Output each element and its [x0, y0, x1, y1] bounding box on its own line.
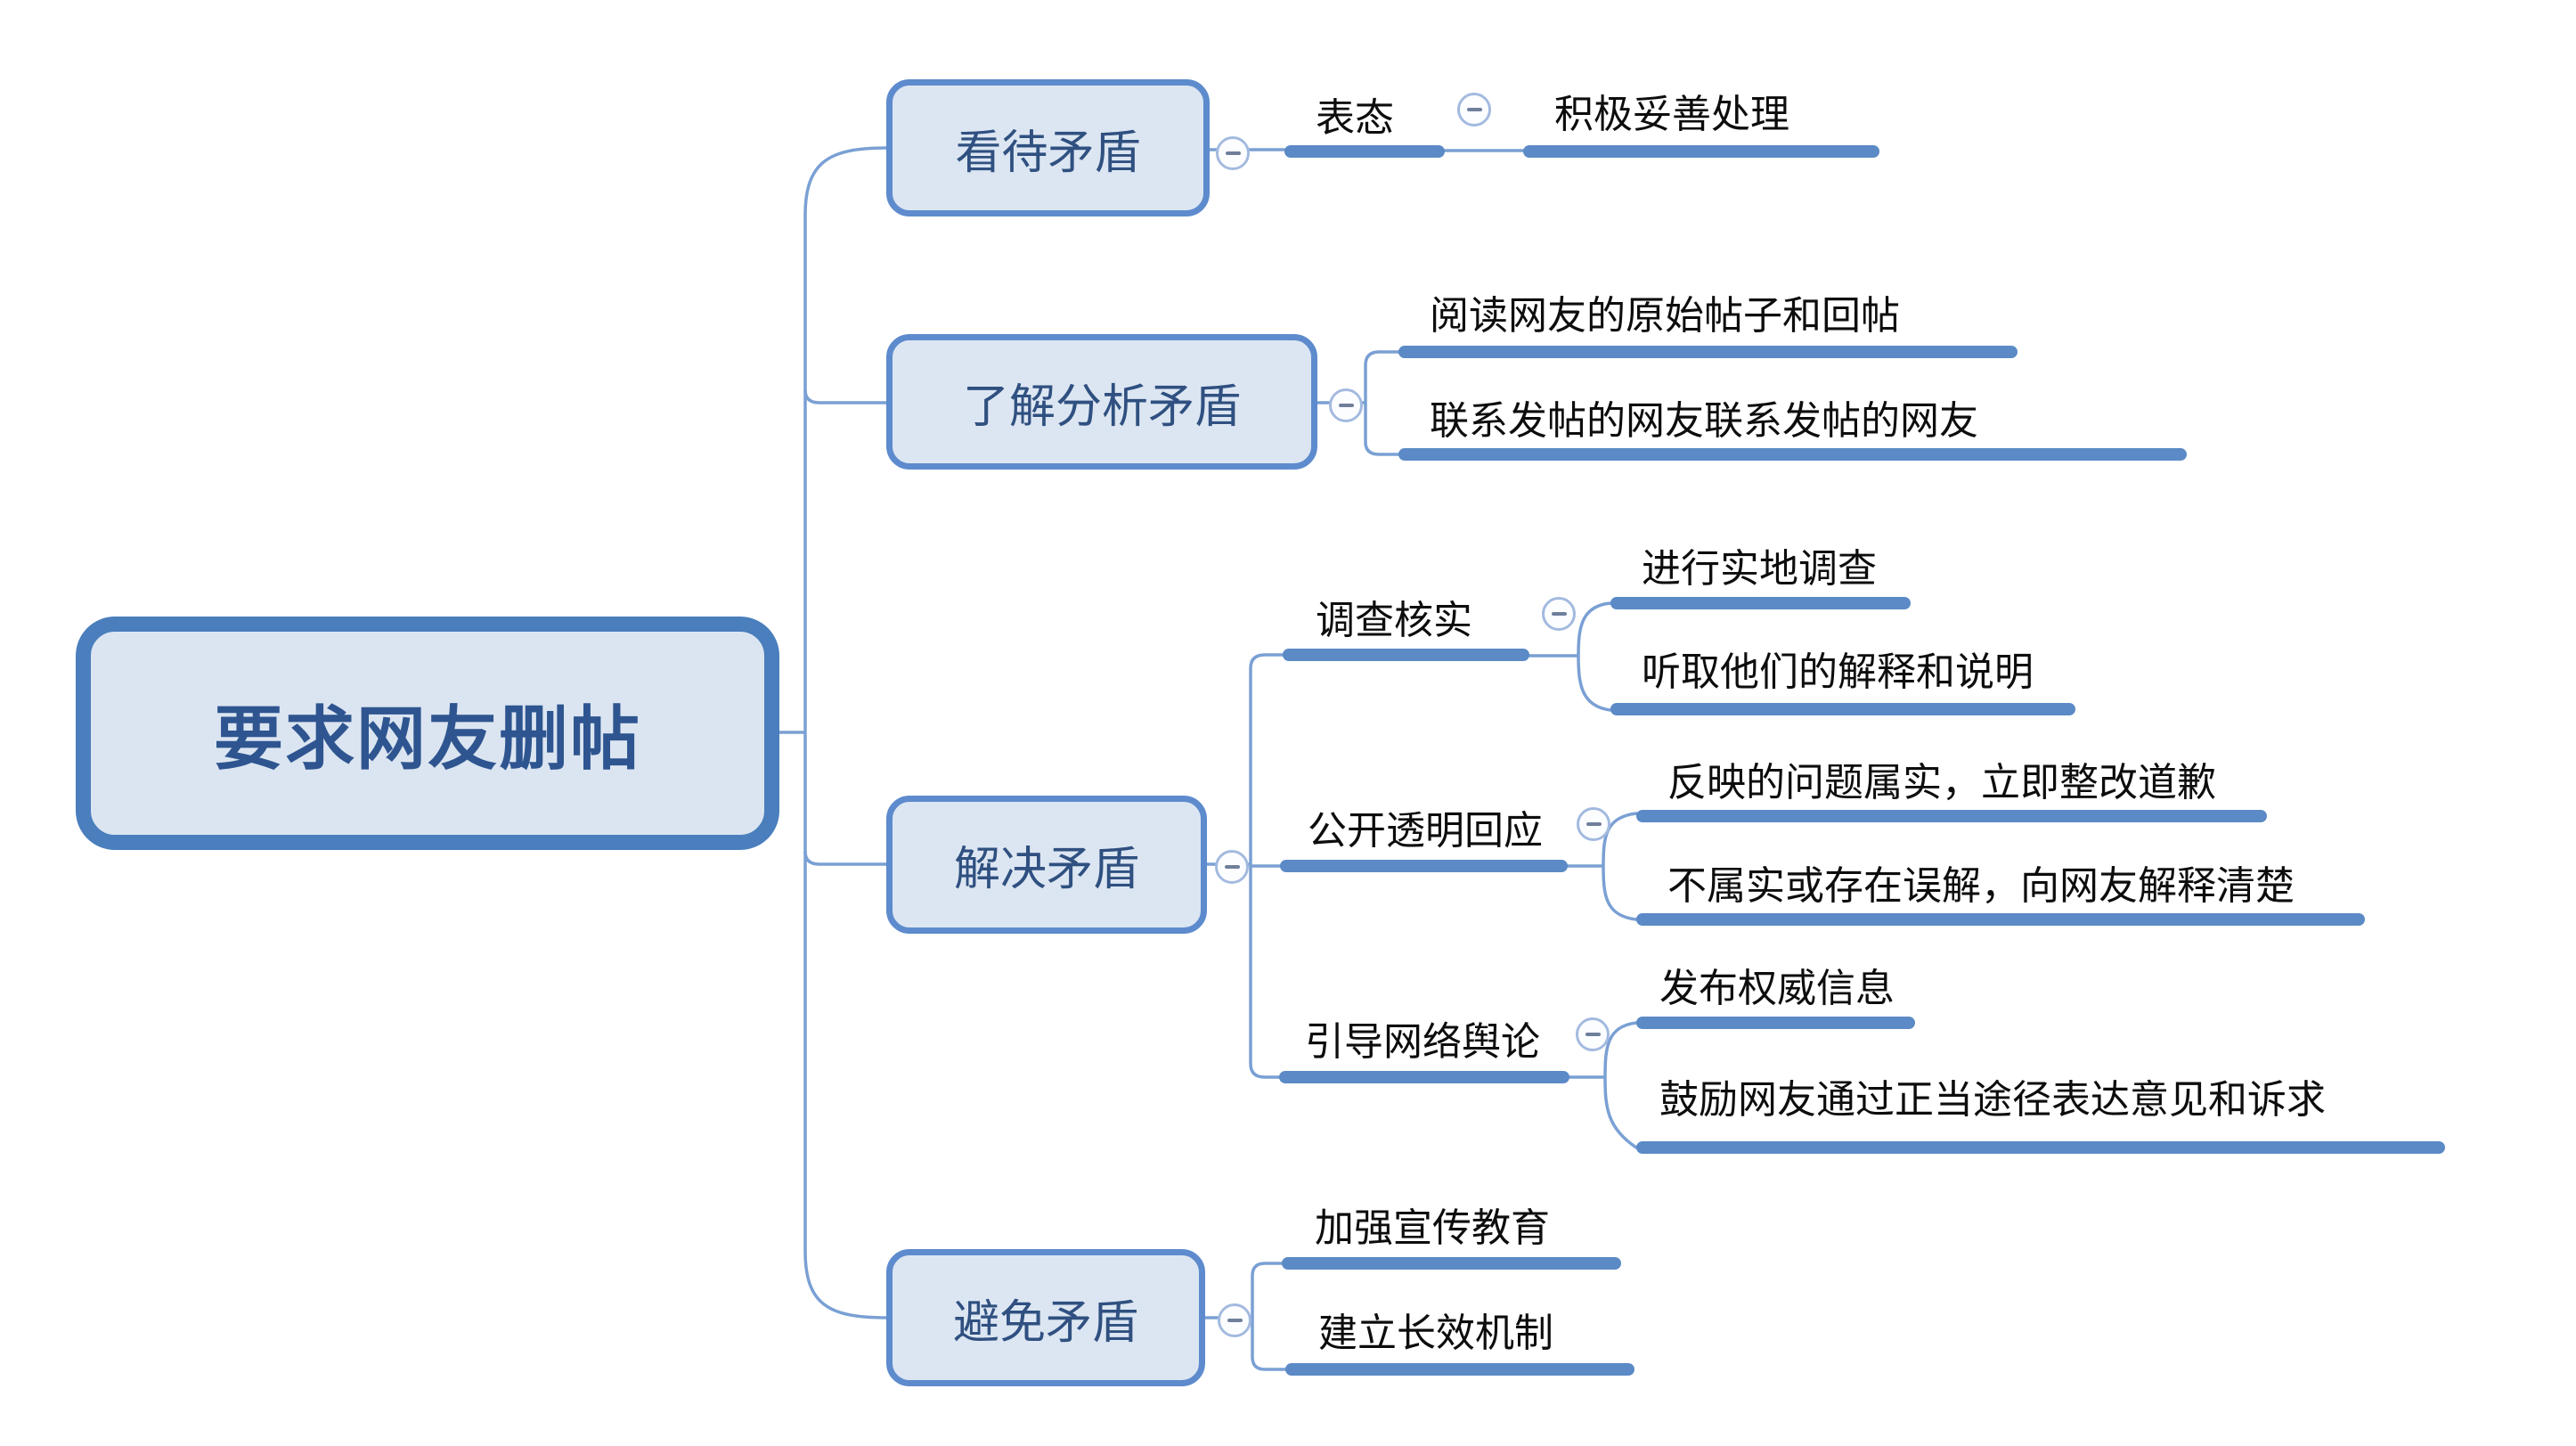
- topic-underline: [1285, 1363, 1634, 1376]
- topic-long-term-mechanism-label: 建立长效机制: [1318, 1311, 1553, 1355]
- branch-understand-analyze-conflict[interactable]: 了解分析矛盾: [886, 334, 1317, 470]
- collapse-button-guide-opinion[interactable]: [1576, 1017, 1610, 1051]
- topic-underline: [1284, 145, 1445, 158]
- branch-avoid-conflict-label: 避免矛盾: [952, 1296, 1138, 1349]
- topic-underline: [1398, 448, 2187, 461]
- branch-resolve-conflict-label: 解决矛盾: [953, 844, 1139, 895]
- minus-icon: [1225, 151, 1241, 155]
- topic-underline: [1398, 346, 2018, 358]
- minus-icon: [1227, 1319, 1243, 1322]
- topic-issue-false-explain[interactable]: 不属实或存在误解，向网友解释清楚: [1636, 854, 2365, 926]
- topic-contact-posters[interactable]: 联系发帖的网友联系发帖的网友: [1398, 388, 2187, 461]
- connector-guide-brace: [1568, 1021, 1638, 1149]
- branch-view-conflict[interactable]: 看待矛盾: [886, 79, 1210, 216]
- topic-field-investigation-label: 进行实地调查: [1642, 547, 1877, 591]
- connector-trunk-branch2: [803, 388, 888, 404]
- topic-underline: [1523, 145, 1879, 158]
- topic-guide-public-opinion[interactable]: 引导网络舆论: [1279, 1009, 1569, 1083]
- collapse-button-view-conflict[interactable]: [1216, 136, 1250, 170]
- topic-state-position[interactable]: 表态: [1284, 86, 1445, 158]
- topic-underline: [1636, 1017, 1915, 1029]
- minus-icon: [1586, 822, 1602, 826]
- minus-icon: [1466, 108, 1482, 111]
- topic-investigate-verify[interactable]: 调查核实: [1283, 588, 1529, 661]
- topic-publish-authoritative-info[interactable]: 发布权威信息: [1636, 956, 1915, 1029]
- topic-publish-authoritative-info-label: 发布权威信息: [1659, 967, 1895, 1010]
- minus-icon: [1338, 404, 1354, 407]
- topic-underline: [1610, 703, 2075, 715]
- connector-respond-brace: [1566, 812, 1638, 921]
- topic-underline: [1610, 597, 1911, 609]
- minus-icon: [1551, 612, 1567, 616]
- topic-field-investigation[interactable]: 进行实地调查: [1610, 536, 1911, 609]
- minus-icon: [1585, 1033, 1601, 1036]
- branch-view-conflict-label: 看待矛盾: [955, 127, 1141, 179]
- topic-underline: [1636, 810, 2267, 822]
- topic-encourage-proper-channels-label: 鼓励网友通过正当途径表达意见和诉求: [1659, 1078, 2326, 1122]
- branch-understand-analyze-conflict-label: 了解分析矛盾: [962, 380, 1241, 433]
- collapse-button-state-position[interactable]: [1457, 93, 1491, 127]
- branch-resolve-conflict[interactable]: 解决矛盾: [886, 796, 1207, 934]
- topic-issue-true-rectify-apologize[interactable]: 反映的问题属实，立即整改道歉: [1636, 750, 2267, 822]
- branch-avoid-conflict[interactable]: 避免矛盾: [886, 1249, 1205, 1386]
- topic-issue-false-explain-label: 不属实或存在误解，向网友解释清楚: [1667, 864, 2295, 908]
- root-topic[interactable]: 要求网友删帖: [76, 617, 779, 850]
- topic-contact-posters-label: 联系发帖的网友联系发帖的网友: [1430, 399, 1978, 443]
- minus-icon: [1224, 865, 1240, 869]
- collapse-button-understand-analyze[interactable]: [1329, 388, 1363, 422]
- connector-investigate-brace: [1528, 601, 1612, 712]
- topic-investigate-verify-label: 调查核实: [1316, 599, 1472, 642]
- topic-read-original-posts-label: 阅读网友的原始帖子和回帖: [1430, 294, 1900, 338]
- topic-read-original-posts[interactable]: 阅读网友的原始帖子和回帖: [1398, 283, 2018, 358]
- topic-strengthen-education-label: 加强宣传教育: [1315, 1206, 1550, 1250]
- topic-state-position-label: 表态: [1316, 96, 1394, 140]
- topic-long-term-mechanism[interactable]: 建立长效机制: [1285, 1301, 1634, 1376]
- topic-underline: [1636, 913, 2365, 926]
- topic-issue-true-rectify-apologize-label: 反映的问题属实，立即整改道歉: [1667, 761, 2216, 805]
- topic-strengthen-education[interactable]: 加强宣传教育: [1282, 1196, 1621, 1270]
- topic-underline: [1636, 1141, 2445, 1154]
- topic-underline: [1283, 649, 1529, 661]
- topic-handle-properly[interactable]: 积极妥善处理: [1523, 82, 1879, 158]
- topic-underline: [1282, 1257, 1621, 1270]
- root-topic-label: 要求网友删帖: [213, 699, 641, 778]
- topic-underline: [1279, 1071, 1569, 1083]
- connector-branch1-row: [1208, 148, 1525, 152]
- collapse-button-transparent-response[interactable]: [1577, 807, 1610, 841]
- collapse-button-investigate-verify[interactable]: [1542, 597, 1576, 631]
- topic-handle-properly-label: 积极妥善处理: [1554, 93, 1789, 136]
- connector-trunk-branch3: [803, 850, 888, 866]
- topic-transparent-response[interactable]: 公开透明回应: [1280, 798, 1568, 872]
- connector-root-trunk: [778, 146, 888, 1319]
- topic-listen-explanations[interactable]: 听取他们的解释和说明: [1610, 640, 2075, 715]
- collapse-button-resolve-conflict[interactable]: [1215, 850, 1249, 884]
- topic-transparent-response-label: 公开透明回应: [1308, 809, 1543, 853]
- collapse-button-avoid-conflict[interactable]: [1218, 1303, 1251, 1337]
- topic-guide-public-opinion-label: 引导网络舆论: [1305, 1020, 1540, 1064]
- topic-listen-explanations-label: 听取他们的解释和说明: [1642, 650, 2034, 694]
- topic-encourage-proper-channels[interactable]: 鼓励网友通过正当途径表达意见和诉求: [1636, 1067, 2445, 1154]
- topic-underline: [1280, 860, 1568, 872]
